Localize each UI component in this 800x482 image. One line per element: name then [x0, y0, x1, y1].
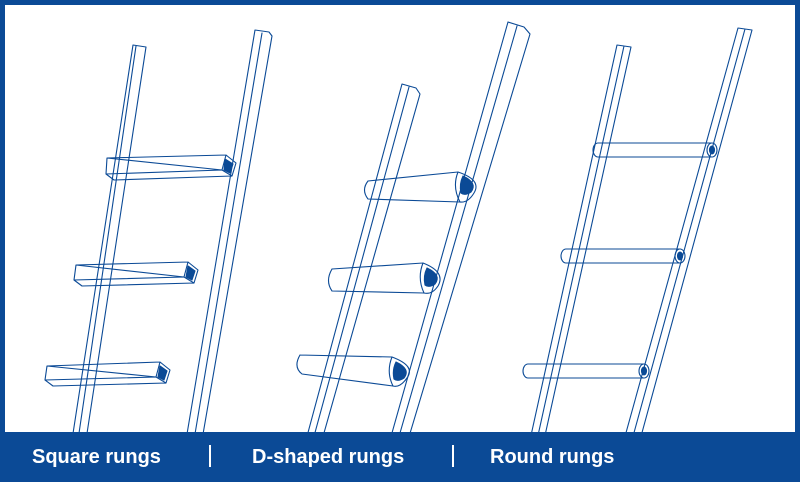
- d-shaped-rung: [363, 171, 477, 203]
- caption-round-rungs: Round rungs: [490, 446, 615, 468]
- round-rung-ladder: [522, 27, 753, 432]
- ladder-rail-left: [307, 83, 421, 432]
- square-rung: [105, 154, 237, 181]
- square-rung-ladder: [44, 29, 273, 432]
- caption-d-shaped-rungs: D-shaped rungs: [252, 446, 405, 468]
- ladder-rail-right: [186, 29, 273, 432]
- caption-divider: [452, 445, 454, 467]
- round-rung: [522, 363, 650, 379]
- caption-bar: Square rungs D-shaped rungs Round rungs: [0, 432, 800, 482]
- ladder-illustration: [44, 21, 753, 432]
- caption-divider: [209, 445, 211, 467]
- caption-square-rungs: Square rungs: [32, 446, 161, 468]
- square-rung: [73, 261, 199, 287]
- ladder-rail-left: [531, 44, 632, 432]
- ladder-rail-left: [72, 44, 147, 432]
- d-shaped-rung-ladder: [296, 21, 531, 432]
- round-rung: [560, 248, 686, 264]
- illustration-panel: [5, 5, 795, 432]
- square-rung: [44, 361, 171, 387]
- d-shaped-rung: [296, 354, 410, 387]
- round-rung: [592, 142, 718, 158]
- ladder-rail-right: [391, 21, 531, 432]
- d-shaped-rung: [327, 262, 441, 294]
